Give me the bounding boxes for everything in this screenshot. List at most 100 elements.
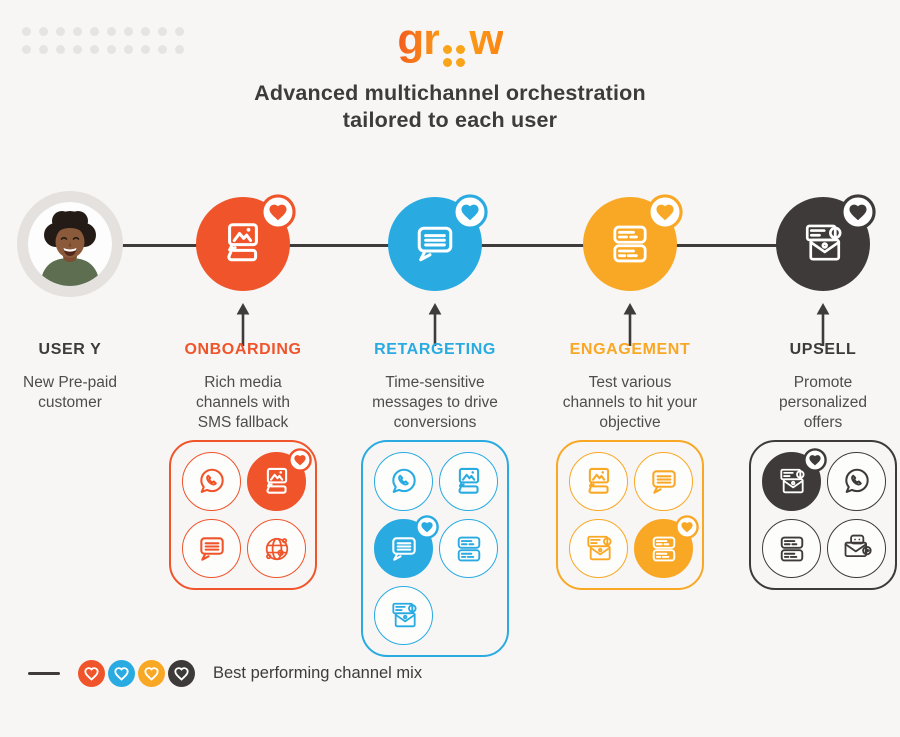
channel-grid [569,452,699,578]
sms-icon [645,463,683,501]
arrow-up-icon [816,303,830,346]
feeds-icon [773,530,811,568]
decor-dot [56,45,65,54]
channel-sms-icon [182,519,241,578]
best-channel-heart-badge [675,515,699,539]
best-channel-heart-badge [288,448,312,472]
decor-dot [175,45,184,54]
channel-mix-box-retargeting [361,440,509,657]
legend-label: Best performing channel mix [213,664,423,682]
channel-grid [374,452,498,645]
logo-dot [456,58,466,67]
heart-badge-icon [78,660,105,687]
page-title: Advanced multichannel orchestration tail… [0,80,900,134]
stage-column-engagement: ENGAGEMENT Test various channels to hit … [545,191,715,590]
decor-dot-grid [22,27,184,54]
whatsapp-icon [193,463,231,501]
stage-node-retargeting [388,194,488,291]
decor-dot [56,27,65,36]
channel-grid [182,448,312,578]
channel-rich-media-icon [569,452,628,511]
channel-mix-box-engagement [556,440,704,590]
stage-description-engagement: Test various channels to hit your object… [562,374,698,431]
decor-dot [124,27,133,36]
decor-dot [141,27,150,36]
decor-dot [158,27,167,36]
heart-badge-icon [108,660,135,687]
channel-mix-box-upsell [749,440,897,590]
decor-dot [90,45,99,54]
user-column: USER Y New Pre-paid customer [0,191,155,411]
whatsapp-icon [385,463,423,501]
stage-label-onboarding: ONBOARDING [184,341,302,358]
logo-dot [443,58,453,67]
decor-dot [73,45,82,54]
heart-badge-icon [168,660,195,687]
user-avatar [17,191,123,297]
channel-mix-box-onboarding [169,440,317,590]
stage-column-onboarding: ONBOARDING Rich media channels with SMS … [158,191,328,590]
decor-dot [158,45,167,54]
best-channel-heart-badge [647,194,683,230]
whatsapp-icon [838,463,876,501]
rcs-icon [838,530,876,568]
logo-dot [443,45,453,54]
channel-feeds-icon [634,515,699,578]
decor-dot [141,45,150,54]
arrow-up-icon [236,303,250,346]
decor-dot [90,27,99,36]
best-channel-heart-badge [803,448,827,472]
channel-feeds-icon [762,519,821,578]
decor-dot [39,27,48,36]
logo-text-left: gr [397,15,440,64]
stage-column-upsell: UPSELL Promote personalized offers [738,191,900,590]
best-channel-heart-badge [840,194,876,230]
stage-node-onboarding [196,194,296,291]
channel-rich-media-icon [439,452,498,511]
channel-email-icon [374,586,433,645]
user-description: New Pre-paid customer [23,374,117,411]
decor-dot [22,27,31,36]
logo-text-right: w [469,15,503,64]
channel-whatsapp-icon [182,452,241,511]
decor-dot [22,45,31,54]
stage-node-upsell [776,194,876,291]
title-line-2: tailored to each user [342,108,558,133]
feeds-icon [450,530,488,568]
decor-dot [124,45,133,54]
rich-media-icon [580,463,618,501]
logo-dots-icon [443,45,466,67]
channel-web-globe-icon [247,519,306,578]
channel-email-icon [569,519,628,578]
web-globe-icon [258,530,296,568]
best-channel-heart-badge [415,515,439,539]
best-channel-heart-badge [260,194,296,230]
channel-rich-media-icon [247,448,312,511]
user-avatar-photo [28,202,112,286]
email-icon [385,597,423,635]
sms-icon [193,530,231,568]
stage-description-onboarding: Rich media channels with SMS fallback [196,374,290,431]
stage-column-retargeting: RETARGETING Time-sensitive messages to d… [350,191,520,657]
stage-label-engagement: ENGAGEMENT [569,341,691,358]
arrow-up-icon [623,303,637,346]
decor-dot [73,27,82,36]
channel-whatsapp-icon [374,452,433,511]
decor-dot [107,27,116,36]
user-label: USER Y [38,341,102,358]
rich-media-icon [450,463,488,501]
stage-description-upsell: Promote personalized offers [779,374,867,431]
channel-rcs-icon [827,519,886,578]
stage-label-upsell: UPSELL [789,341,857,358]
channel-grid [762,448,886,578]
email-icon [580,530,618,568]
logo-dot [456,45,466,54]
legend-dash [28,672,60,675]
channel-whatsapp-icon [827,452,886,511]
decor-dot [175,27,184,36]
stage-description-retargeting: Time-sensitive messages to drive convers… [372,374,498,431]
channel-sms-icon [634,452,693,511]
legend: Best performing channel mix [28,660,422,687]
